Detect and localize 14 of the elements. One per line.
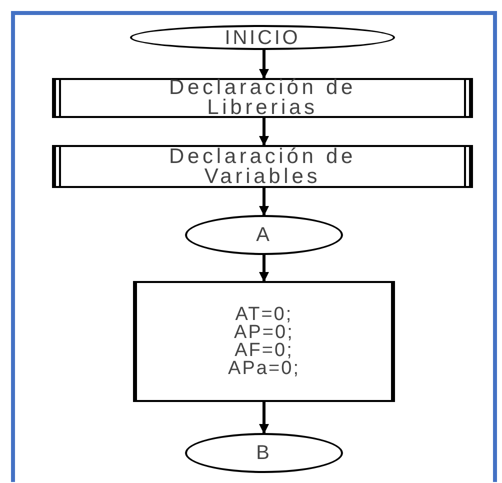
arrow <box>259 188 269 216</box>
node-label: A <box>256 225 272 245</box>
process-box <box>133 281 395 402</box>
node-label: Declaración de Variables <box>168 146 358 186</box>
node-label: B <box>256 443 272 463</box>
predefined-process-box <box>52 145 473 188</box>
arrow <box>259 255 269 282</box>
arrow <box>259 118 269 146</box>
arrow <box>259 50 269 79</box>
node-label: AT=0; AP=0; AF=0; APa=0; <box>228 306 300 378</box>
arrow <box>259 402 269 434</box>
node-label: INICIO <box>224 28 300 48</box>
predefined-process-box <box>52 78 473 118</box>
node-label: Declaración de Librerias <box>168 78 358 118</box>
